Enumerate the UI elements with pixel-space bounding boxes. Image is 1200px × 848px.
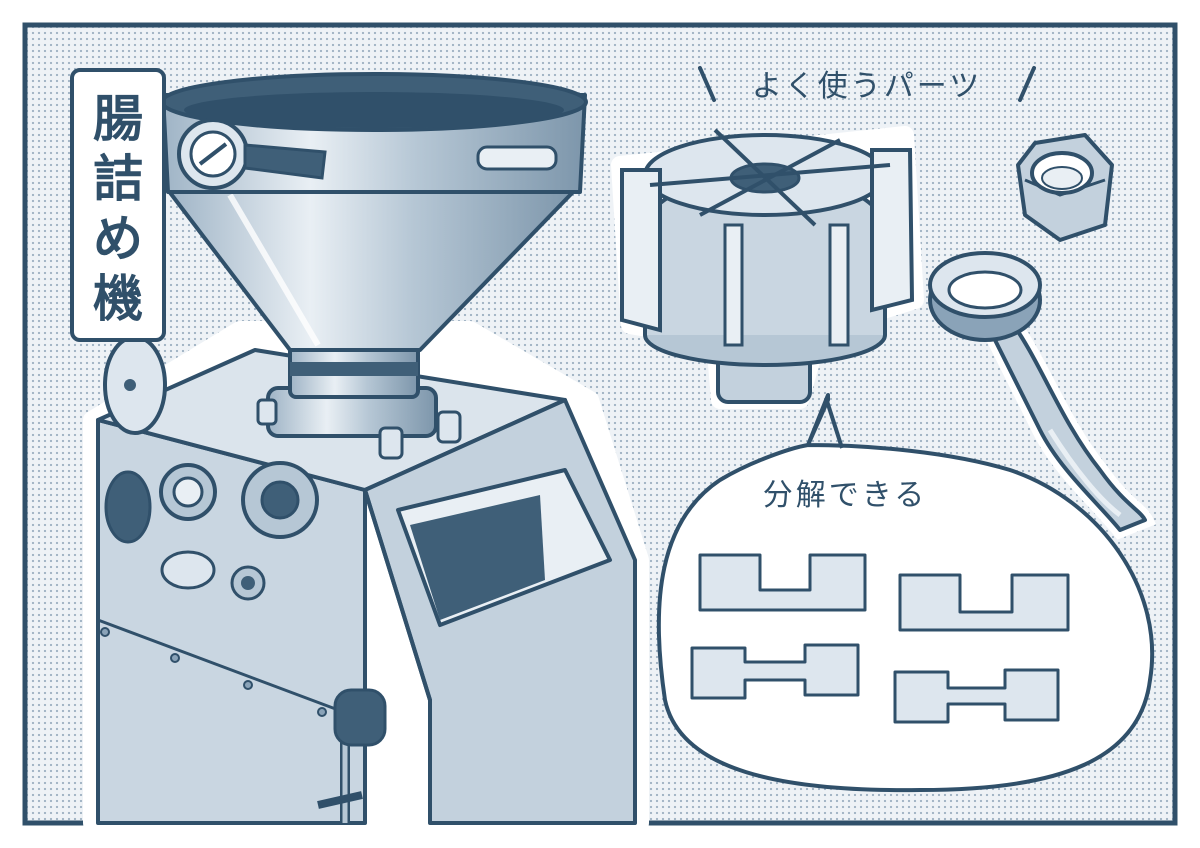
disassembled-part-icon (690, 643, 860, 700)
title-char-3: め (93, 210, 143, 268)
disassembled-part-icon (898, 573, 1070, 632)
disassemble-bubble: 分解できる (656, 393, 1155, 793)
disassembled-part-icon (698, 553, 867, 612)
disassembled-part-icon (893, 668, 1060, 724)
title-char-1: 腸 (93, 90, 143, 148)
title-char-4: 機 (93, 270, 143, 328)
impeller-blade-icon (611, 126, 924, 409)
disassemble-text: 分解できる (763, 478, 927, 513)
title-char-2: 詰 (93, 150, 143, 208)
hex-nut-icon (1016, 133, 1114, 242)
title-tag: 腸 詰 め 機 (70, 68, 166, 342)
grinder-machine-icon (83, 72, 649, 832)
parts-caption: よく使うパーツ (698, 66, 1036, 104)
ring-wrench-icon (928, 251, 1157, 540)
parts-caption-text: よく使うパーツ (752, 69, 982, 104)
